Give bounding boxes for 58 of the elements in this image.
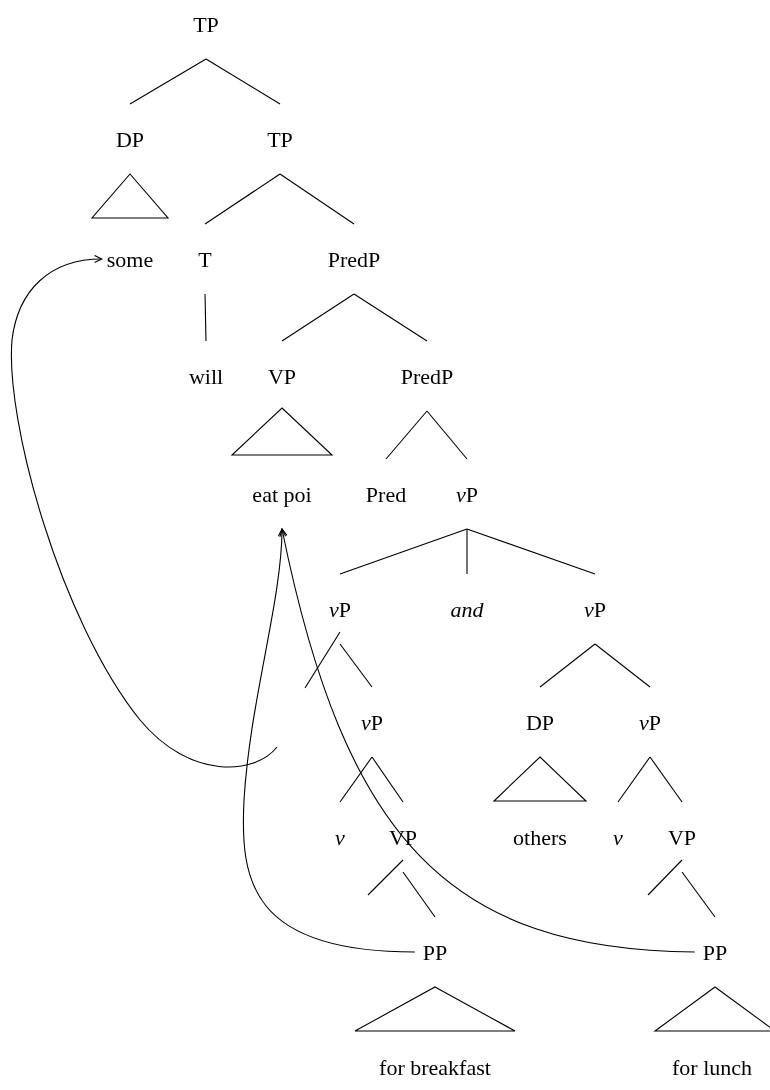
branch-line	[402, 871, 436, 918]
branch-line	[205, 58, 281, 105]
movement-arrow	[242, 528, 416, 953]
tree-label: PredP	[325, 224, 383, 294]
branch-line	[129, 58, 207, 105]
branch-line	[649, 756, 683, 803]
branch-line	[339, 528, 468, 575]
branch-line	[304, 631, 341, 689]
branch-line	[594, 643, 651, 688]
branch-line	[367, 859, 404, 896]
branch-line	[426, 410, 468, 460]
tree-label: VP	[665, 802, 699, 872]
branch-line	[539, 643, 596, 688]
branch-line	[353, 293, 428, 342]
tree-label: PP	[700, 917, 730, 987]
branch-line	[466, 528, 596, 575]
triangle-roof	[653, 986, 770, 1032]
tree-label: some	[104, 224, 156, 294]
branch-line	[204, 293, 207, 342]
movement-arrow	[279, 528, 696, 953]
branch-line	[281, 293, 355, 342]
branch-line	[385, 410, 428, 460]
tree-label: others	[511, 802, 569, 872]
tree-label: eat poi	[250, 459, 314, 529]
tree-label: will	[186, 341, 226, 411]
triangle-roof	[90, 173, 170, 219]
branch-line	[681, 871, 716, 918]
tree-label: vP	[327, 574, 353, 644]
tree-label: for breakfast	[377, 1032, 493, 1090]
tree-label: DP	[113, 104, 147, 174]
branch-line	[647, 859, 683, 896]
branch-line	[371, 756, 404, 803]
branch-line	[204, 173, 281, 225]
branch-line	[466, 528, 468, 575]
tree-label: vP	[582, 574, 608, 644]
tree-label: VP	[265, 341, 299, 411]
tree-label: Pred	[363, 459, 409, 529]
tree-label: vP	[454, 459, 480, 529]
tree-label: v	[333, 802, 347, 872]
tree-label: T	[196, 224, 214, 294]
triangle-roof	[230, 407, 334, 456]
tree-label: PP	[420, 917, 450, 987]
branch-line	[339, 643, 373, 688]
tree-label: TP	[265, 104, 295, 174]
tree-label: v	[611, 802, 625, 872]
tree-label: DP	[523, 687, 557, 757]
tree-label: and	[448, 574, 486, 644]
movement-arrow	[10, 255, 278, 768]
tree-label: vP	[637, 687, 663, 757]
tree-label: PredP	[398, 341, 456, 411]
tree-label: for lunch	[670, 1032, 754, 1090]
tree-label: TP	[191, 0, 221, 59]
triangle-roof	[492, 756, 588, 802]
branch-line	[617, 756, 651, 803]
branch-line	[339, 756, 373, 803]
tree-label: vP	[359, 687, 385, 757]
branch-line	[279, 173, 355, 225]
triangle-roof	[354, 986, 516, 1032]
